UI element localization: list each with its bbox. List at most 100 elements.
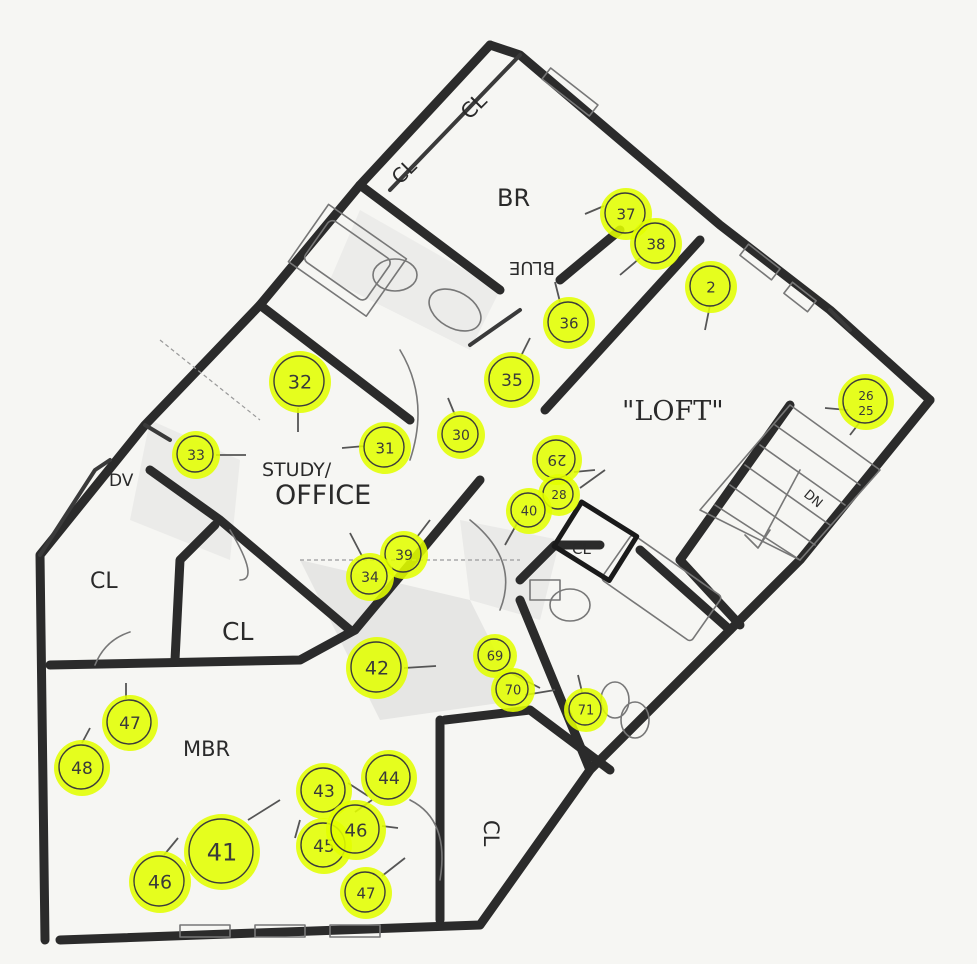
marker-number: 71 — [578, 704, 595, 719]
marker-highlight — [296, 763, 352, 819]
marker-highlight — [838, 374, 894, 430]
marker-ring — [176, 435, 214, 473]
marker-38: 38 — [630, 218, 682, 270]
marker-ring — [568, 692, 602, 726]
marker-42: 42 — [346, 637, 408, 699]
marker-number: 29 — [547, 451, 566, 469]
marker-number: 39 — [395, 548, 413, 564]
marker-ring — [510, 492, 546, 528]
marker-number: 47 — [119, 714, 141, 734]
marker-number: 43 — [313, 782, 335, 802]
label-loft: "LOFT" — [622, 396, 724, 427]
marker-ring — [441, 415, 479, 453]
marker-ring — [350, 557, 388, 595]
label-dn: DN — [800, 487, 825, 511]
marker-number: 70 — [505, 684, 522, 699]
marker-46: 46 — [129, 851, 191, 913]
marker-number: 26 — [858, 389, 873, 403]
marker-32: 32 — [269, 351, 331, 413]
marker-ring — [604, 192, 646, 234]
marker-highlight — [184, 814, 260, 890]
marker-number: 25 — [858, 404, 873, 418]
marker-33: 33 — [172, 431, 220, 479]
marker-number: 38 — [646, 235, 665, 253]
marker-highlight — [269, 351, 331, 413]
label-cl-center: CL — [572, 540, 591, 558]
windows — [179, 67, 817, 938]
marker-number: 41 — [207, 838, 238, 866]
marker-number: 35 — [501, 371, 523, 391]
marker-48: 48 — [54, 740, 110, 796]
marker-39: 39 — [380, 531, 428, 579]
marker-34: 34 — [346, 553, 394, 601]
marker-46: 46 — [326, 800, 386, 860]
marker-number: 37 — [616, 205, 635, 223]
marker-2: 2 — [685, 261, 737, 313]
marker-number: 46 — [345, 820, 368, 841]
marker-ring — [634, 222, 676, 264]
marker-ring — [58, 744, 104, 790]
marker-31: 31 — [359, 422, 411, 474]
marker-number: 69 — [487, 650, 504, 665]
marker-number: 28 — [551, 488, 566, 502]
marker-ring — [363, 426, 405, 468]
label-cl-left2: CL — [222, 617, 253, 646]
marker-ring — [300, 767, 346, 813]
label-cl-bottom: CL — [479, 820, 503, 847]
marker-highlight — [361, 750, 417, 806]
marker-ring — [547, 301, 589, 343]
fixtures — [94, 203, 722, 881]
marker-ring — [188, 818, 254, 884]
marker-47: 47 — [102, 695, 158, 751]
marker-ring — [344, 871, 386, 913]
marker-ring — [133, 855, 185, 907]
marker-ring — [350, 641, 402, 693]
label-br: BR — [497, 184, 530, 212]
label-mbr: MBR — [183, 737, 230, 761]
label-office: OFFICE — [275, 480, 371, 511]
marker-number: 48 — [71, 759, 93, 779]
marker-35: 35 — [484, 352, 540, 408]
marker-number: 46 — [148, 872, 172, 894]
marker-47: 47 — [340, 867, 392, 919]
marker-highlight — [484, 352, 540, 408]
marker-highlight — [102, 695, 158, 751]
marker-highlight — [346, 637, 408, 699]
marker-29: 29 — [532, 435, 582, 485]
marker-number: 32 — [288, 372, 312, 394]
marker-70: 70 — [491, 668, 535, 712]
interior-walls — [38, 180, 852, 925]
marker-number: 42 — [365, 658, 389, 680]
marker-highlight — [129, 851, 191, 913]
marker-ring — [477, 638, 511, 672]
marker-number: 30 — [452, 428, 470, 444]
marker-30: 30 — [437, 411, 485, 459]
marker-number: 40 — [521, 505, 538, 520]
marker-number: 34 — [361, 570, 379, 586]
marker-ring — [495, 672, 529, 706]
label-study: STUDY/ — [262, 459, 332, 481]
marker-ring — [365, 754, 411, 800]
marker-40: 40 — [506, 488, 552, 534]
marker-36: 36 — [543, 297, 595, 349]
marker-44: 44 — [361, 750, 417, 806]
marker-41: 41 — [184, 814, 260, 890]
label-blue: BLUE — [509, 257, 555, 278]
marker-number: 2 — [706, 278, 716, 296]
label-cl-left: CL — [90, 569, 118, 594]
marker-69: 69 — [473, 634, 517, 678]
marker-43: 43 — [296, 763, 352, 819]
marker-number: 44 — [378, 769, 400, 789]
marker-number: 33 — [187, 448, 205, 464]
marker-ring — [330, 804, 380, 854]
marker-ring — [689, 265, 731, 307]
staircase — [699, 404, 881, 561]
marker-ring — [488, 356, 534, 402]
marker-number: 47 — [356, 884, 375, 902]
marker-ring — [842, 378, 888, 424]
marker-ring — [384, 535, 422, 573]
label-cl-top2: CL — [387, 154, 422, 189]
